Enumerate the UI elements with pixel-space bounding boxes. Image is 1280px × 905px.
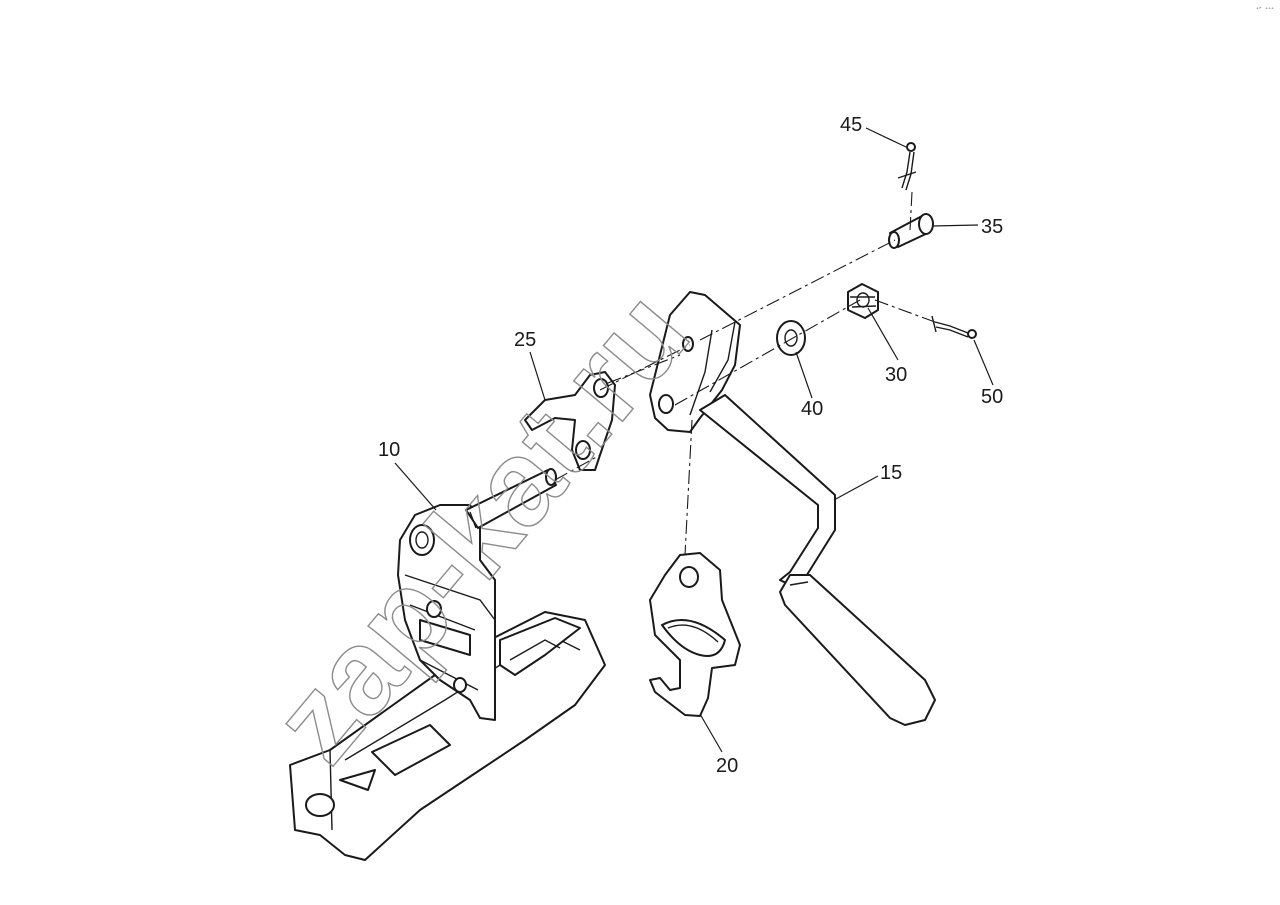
part-40-washer: [776, 320, 806, 356]
callout-45: 45: [840, 114, 862, 136]
part-10-bracket: [289, 468, 606, 861]
part-35-pin: [888, 213, 934, 249]
part-30-nut: [847, 283, 879, 319]
part-50-split-pin: [931, 315, 977, 339]
leader-lines: [394, 127, 994, 753]
callouts: 45 35 30 50 40 15 25 10 20: [378, 114, 1003, 777]
callout-15: 15: [880, 462, 902, 484]
part-15-lever: [649, 291, 936, 726]
callout-50: 50: [981, 386, 1003, 408]
callout-40: 40: [801, 398, 823, 420]
callout-10: 10: [378, 439, 400, 461]
callout-30: 30: [885, 364, 907, 386]
assembly-axis-lines: [554, 191, 936, 556]
part-45-split-pin: [897, 142, 917, 191]
corner-mark: ᵉᴾ ᵉᵉᵉ: [1256, 7, 1274, 13]
callout-35: 35: [981, 216, 1003, 238]
callout-20: 20: [716, 755, 738, 777]
callout-25: 25: [514, 329, 536, 351]
part-20-hook: [649, 552, 741, 717]
